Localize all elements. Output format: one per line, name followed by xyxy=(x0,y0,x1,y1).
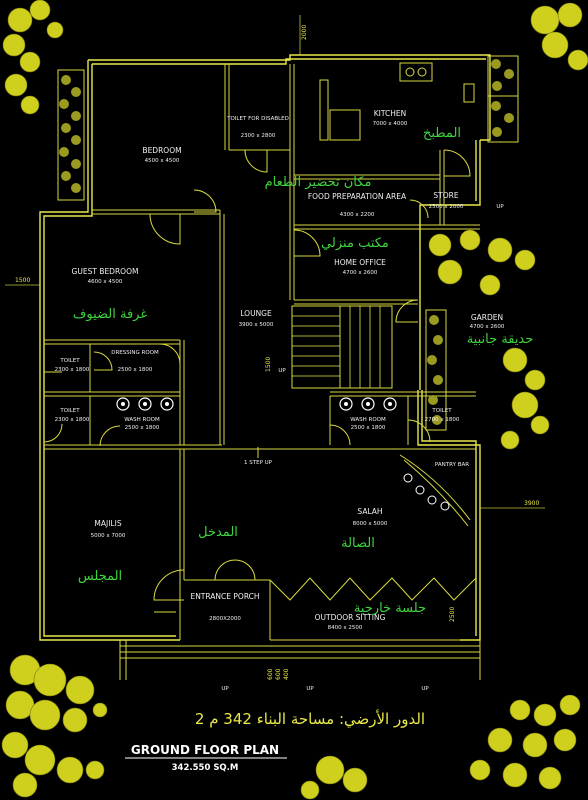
label-dressing: DRESSING ROOM xyxy=(111,350,159,356)
svg-text:UP: UP xyxy=(221,686,229,692)
ar-majilis: المجلس xyxy=(78,569,122,584)
size-garden: 4700 x 2600 xyxy=(470,324,505,330)
dim-3900: 3900 xyxy=(524,500,539,507)
ar-salah: الصالة xyxy=(341,536,375,551)
up-markers: UP UP UP UP UP xyxy=(221,204,504,692)
wash-basins-left xyxy=(116,397,174,411)
dim-2000: 2000 xyxy=(301,25,308,40)
label-bedroom: BEDROOM xyxy=(142,146,181,155)
arabic-labels: المطبخ مكان تحضير الطعام مكتب منزلي غرفة… xyxy=(73,126,533,616)
size-wash-right: 2500 x 1800 xyxy=(351,425,386,431)
shrub-cluster-bottom-right xyxy=(300,694,581,800)
dim-600b: 600 xyxy=(275,668,282,680)
plan-area: 342.550 SQ.M xyxy=(172,763,239,773)
label-wash-left: WASH ROOM xyxy=(124,417,160,423)
label-store: STORE xyxy=(433,191,458,200)
wash-basins-right xyxy=(339,397,397,411)
label-majilis: MAJILIS xyxy=(94,519,121,528)
size-home-office: 4700 x 2600 xyxy=(343,270,378,276)
label-toilet-left2: TOILET xyxy=(59,408,80,414)
label-food-prep: FOOD PREPARATION AREA xyxy=(308,192,407,201)
shrub-cluster-top-right xyxy=(530,2,588,71)
planter-right-top xyxy=(487,55,519,143)
dim-1500b: 1500 xyxy=(265,357,272,372)
svg-text:UP: UP xyxy=(306,686,314,692)
label-pantry: PANTRY BAR xyxy=(435,462,469,468)
staircase xyxy=(291,305,393,389)
ar-office: مكتب منزلي xyxy=(321,236,389,251)
svg-text:UP: UP xyxy=(278,368,286,374)
plan-title: GROUND FLOOR PLAN xyxy=(131,743,279,757)
arabic-title: الدور الأرضي: مساحة البناء 342 م 2 xyxy=(195,709,425,729)
label-kitchen: KITCHEN xyxy=(374,109,407,118)
room-labels: KITCHEN 7000 x 4000 TOILET FOR DISABLED … xyxy=(55,109,505,631)
size-bedroom: 4500 x 4500 xyxy=(145,158,180,164)
label-lounge: LOUNGE xyxy=(240,309,272,318)
size-salah: 8000 x 5000 xyxy=(353,521,388,527)
interior-walls xyxy=(43,62,481,680)
size-majilis: 5000 x 7000 xyxy=(91,533,126,539)
ar-outdoor: جلسة خارجية xyxy=(354,601,426,616)
size-toilet-right: 2700 x 1800 xyxy=(425,417,460,423)
label-toilet-left: TOILET xyxy=(59,358,80,364)
size-toilet-left2: 2300 x 1800 xyxy=(55,417,90,423)
label-garden: GARDEN xyxy=(471,313,503,322)
label-wash-right: WASH ROOM xyxy=(350,417,386,423)
size-wash-left: 2500 x 1800 xyxy=(125,425,160,431)
size-entrance: 2800X2000 xyxy=(209,616,241,622)
step-up-label: 1 STEP UP xyxy=(244,460,273,466)
dim-2500: 2500 xyxy=(449,607,456,622)
svg-text:UP: UP xyxy=(496,204,504,210)
outer-walls xyxy=(39,54,491,641)
label-outdoor: OUTDOOR SITTING xyxy=(315,613,386,622)
ar-guest: غرفة الضيوف xyxy=(73,307,147,322)
label-entrance: ENTRANCE PORCH xyxy=(190,592,259,601)
size-lounge: 3900 x 5000 xyxy=(239,322,274,328)
label-salah: SALAH xyxy=(357,507,382,516)
label-home-office: HOME OFFICE xyxy=(334,258,386,267)
shrub-cluster-bottom-left xyxy=(1,654,108,798)
label-toilet-right: TOILET xyxy=(431,408,452,414)
ar-garden: حديقة جانبية xyxy=(467,332,534,347)
dim-600a: 600 xyxy=(267,668,274,680)
size-toilet-left: 2300 x 1800 xyxy=(55,367,90,373)
size-food-prep: 4300 x 2200 xyxy=(340,212,375,218)
label-toilet-disabled: TOILET FOR DISABLED xyxy=(226,116,289,122)
label-guest-bedroom: GUEST BEDROOM xyxy=(72,267,139,276)
ar-food-prep: مكان تحضير الطعام xyxy=(265,175,372,190)
ar-entrance: المدخل xyxy=(198,525,238,540)
svg-text:UP: UP xyxy=(421,686,429,692)
size-store: 2500 x 2000 xyxy=(429,204,464,210)
shrub-cluster-top-left xyxy=(2,0,64,115)
dim-400: 400 xyxy=(283,668,290,680)
ar-kitchen: المطبخ xyxy=(423,126,461,141)
size-guest-bedroom: 4600 x 4500 xyxy=(88,279,123,285)
size-kitchen: 7000 x 4000 xyxy=(373,121,408,127)
size-toilet-disabled: 2300 x 2800 xyxy=(241,133,276,139)
dim-1500: 1500 xyxy=(15,277,30,284)
bar-stools xyxy=(403,473,450,511)
garden-shrubs xyxy=(425,229,550,450)
planter-left xyxy=(57,69,85,201)
size-outdoor: 8400 x 2500 xyxy=(328,625,363,631)
size-dressing: 2500 x 1800 xyxy=(118,367,153,373)
